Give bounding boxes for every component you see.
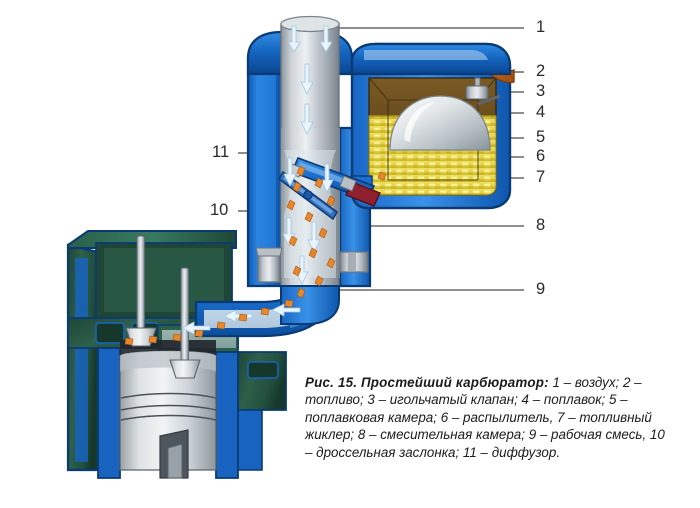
exhaust-valve-stem bbox=[180, 267, 189, 365]
needle-valve-assembly bbox=[465, 77, 501, 106]
needle-valve-pin bbox=[474, 77, 481, 87]
air-arrow-11 bbox=[223, 309, 253, 323]
air-arrow-1 bbox=[287, 25, 301, 53]
fuel-jet-collar bbox=[339, 175, 357, 192]
fuel-drop-5 bbox=[286, 199, 296, 211]
fuel-drop-6 bbox=[304, 211, 314, 223]
float-bowl-lid-shine bbox=[364, 50, 488, 60]
air-arrow-4 bbox=[300, 103, 314, 135]
piston-rings bbox=[120, 392, 217, 421]
callout-number-1: 1 bbox=[536, 18, 546, 36]
engine-block-assembly bbox=[66, 230, 287, 479]
air-arrow-10 bbox=[271, 303, 301, 317]
engine-port-left bbox=[95, 322, 125, 344]
callout-number-4: 4 bbox=[536, 103, 546, 121]
piston-ring-1 bbox=[120, 392, 217, 399]
callout-number-3: 3 bbox=[536, 82, 546, 100]
caption-figure-label: Рис. 15. bbox=[305, 375, 358, 390]
carb-side-boss-cap bbox=[255, 247, 283, 257]
carb-idle-boss-shade bbox=[348, 252, 356, 272]
carb-bottom-elbow bbox=[280, 285, 340, 325]
fuel-drop-4 bbox=[326, 195, 336, 207]
float-body bbox=[389, 95, 491, 151]
caption-figure-title: Простейший карбюратор: bbox=[360, 375, 549, 390]
air-arrow-2 bbox=[319, 25, 333, 53]
fuel-drop-22 bbox=[377, 171, 387, 181]
fuel-drop-15 bbox=[238, 313, 248, 322]
fuel-drop-2 bbox=[292, 181, 302, 193]
exhaust-valve-head bbox=[169, 359, 201, 379]
fuel-drop-13 bbox=[284, 299, 294, 308]
fuel-drop-19 bbox=[148, 335, 158, 344]
callout-number-7: 7 bbox=[536, 168, 546, 186]
callout-number-5: 5 bbox=[536, 128, 546, 146]
callout-number-11: 11 bbox=[212, 143, 230, 161]
figure-caption: Рис. 15. Простейший карбюратор: 1 – воз­… bbox=[305, 374, 670, 461]
engine-right-flange bbox=[237, 351, 287, 411]
air-arrow-3 bbox=[300, 63, 314, 95]
fuel-drop-16 bbox=[216, 321, 226, 330]
throttle-shaft bbox=[303, 190, 313, 200]
engine-left-wall-highlight bbox=[75, 258, 88, 462]
callout-number-2: 2 bbox=[536, 62, 546, 80]
cylinder-wall-right bbox=[215, 351, 239, 479]
carb-left-wall-inner-face bbox=[256, 66, 276, 278]
fuel-drop-17 bbox=[194, 329, 204, 338]
piston-ring-3 bbox=[120, 414, 217, 421]
sprayer-and-jet-assembly bbox=[288, 156, 381, 207]
float-highlight bbox=[404, 102, 436, 142]
fuel-drop-10 bbox=[326, 257, 336, 269]
exhaust-valve-assembly bbox=[169, 267, 201, 379]
air-arrow-8 bbox=[307, 221, 321, 253]
fuel-droplet-arrows bbox=[124, 165, 387, 346]
fuel-drop-1 bbox=[296, 165, 306, 177]
fuel-drop-20 bbox=[124, 337, 134, 346]
air-arrow-5 bbox=[283, 157, 297, 187]
engine-flange-window bbox=[247, 361, 279, 379]
fuel-drop-9 bbox=[308, 247, 318, 259]
float-chamber-assembly bbox=[350, 42, 515, 210]
air-arrow-12 bbox=[181, 321, 211, 335]
cylinder-wall-left bbox=[97, 347, 121, 479]
fuel-drop-11 bbox=[292, 265, 302, 277]
fuel-drop-7 bbox=[318, 227, 328, 239]
float-arm bbox=[477, 94, 501, 106]
fuel-jet-body bbox=[345, 181, 381, 207]
fuel-drop-14 bbox=[260, 307, 270, 316]
callout-number-9: 9 bbox=[536, 280, 546, 298]
engine-head-chamber-inner bbox=[104, 248, 224, 312]
callout-number-6: 6 bbox=[536, 147, 546, 165]
callout-number-8: 8 bbox=[536, 216, 546, 234]
intake-valve-stem bbox=[136, 235, 145, 329]
callout-number-10: 10 bbox=[210, 201, 229, 219]
air-flow-arrows bbox=[181, 25, 334, 335]
needle-valve-seat bbox=[465, 85, 489, 100]
caption-legend-text: 1 – воз­дух; 2 – топливо; 3 – игольчатый… bbox=[305, 375, 665, 460]
connecting-rod bbox=[167, 443, 183, 479]
fuel-drop-12 bbox=[314, 275, 324, 287]
fuel-drop-21 bbox=[296, 287, 306, 299]
fuel-drop-3 bbox=[314, 177, 324, 189]
air-arrow-6 bbox=[320, 163, 334, 193]
fuel-drop-8 bbox=[288, 235, 298, 247]
engine-right-flange-edge bbox=[237, 409, 263, 471]
piston-ring-2 bbox=[120, 404, 217, 411]
fuel-drop-18 bbox=[172, 333, 182, 342]
